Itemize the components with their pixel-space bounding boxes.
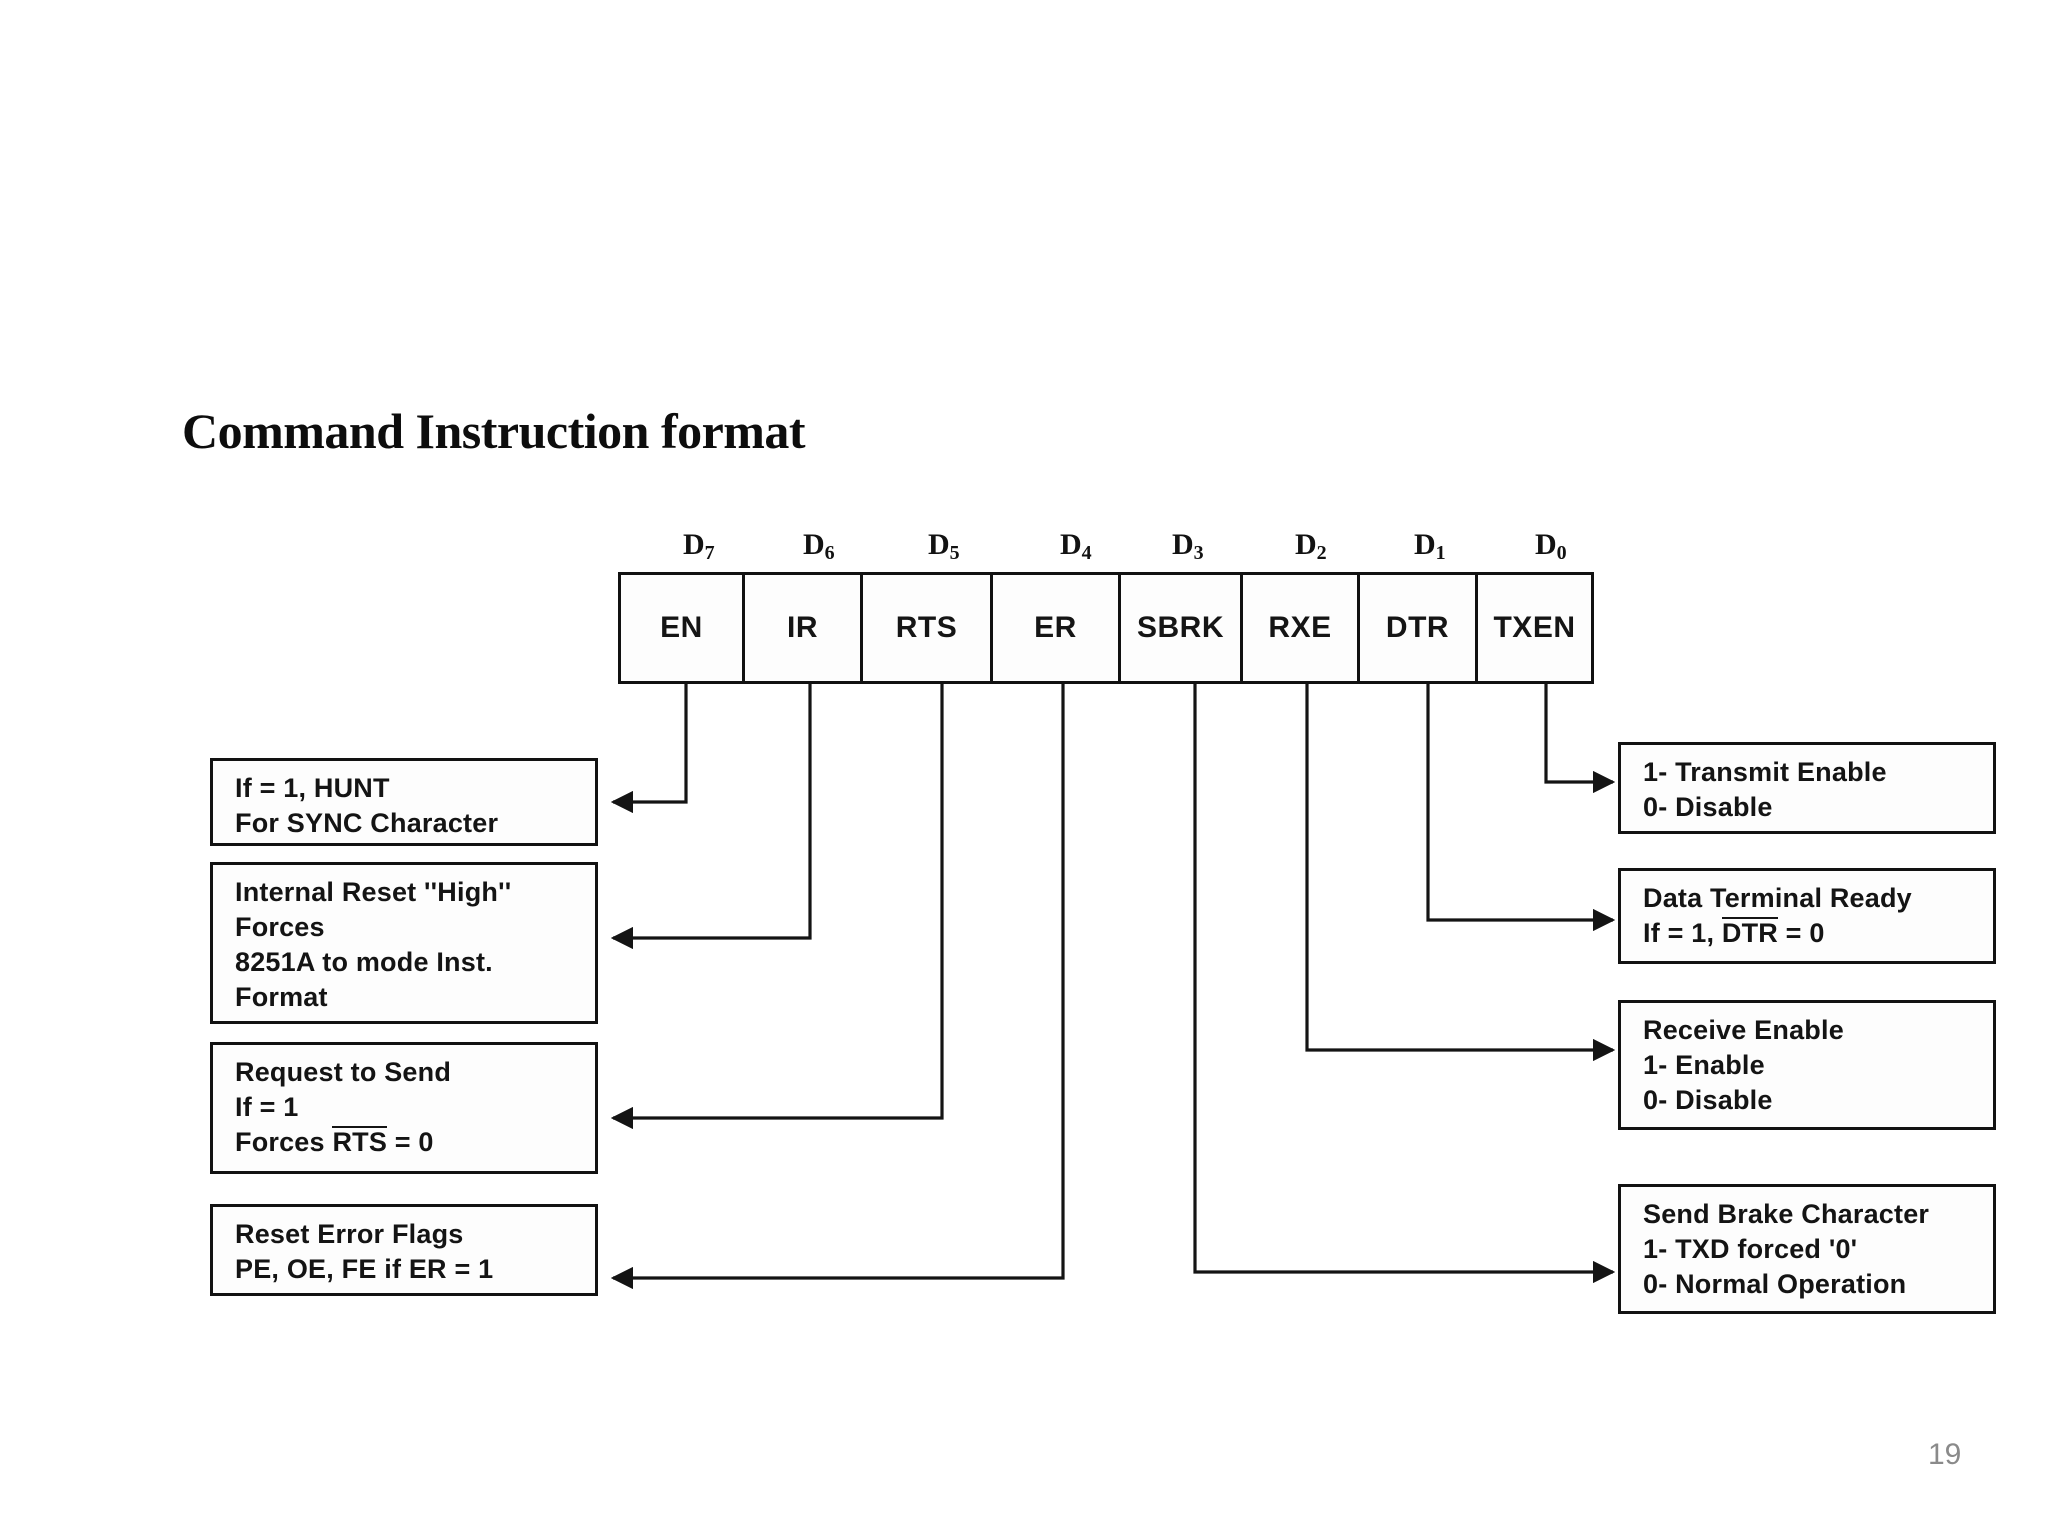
desc-box-dtr-data-terminal-ready: Data Terminal Ready If = 1, DTR = 0 (1618, 868, 1996, 964)
desc-line: Send Brake Character (1643, 1199, 1930, 1229)
desc-line: If = 1, HUNT (235, 773, 390, 803)
desc-box-txen-transmit-enable: 1- Transmit Enable 0- Disable (1618, 742, 1996, 834)
bit-cell-er[interactable]: ER (993, 575, 1121, 681)
desc-line: Internal Reset ''High'' (235, 877, 512, 907)
desc-line: Reset Error Flags (235, 1219, 464, 1249)
desc-box-sbrk-send-brake-character: Send Brake Character 1- TXD forced '0' 0… (1618, 1184, 1996, 1314)
bit-cell-ir[interactable]: IR (745, 575, 863, 681)
bit-label-d7: D7 (683, 528, 715, 564)
desc-line-overlined: Forces RTS = 0 (235, 1126, 434, 1158)
bit-cell-en[interactable]: EN (621, 575, 745, 681)
command-instruction-bit-field: EN IR RTS ER SBRK RXE DTR TXEN (618, 572, 1594, 684)
bit-label-d3: D3 (1172, 528, 1204, 564)
bit-cell-sbrk[interactable]: SBRK (1121, 575, 1243, 681)
desc-box-er-reset-error-flags: Reset Error Flags PE, OE, FE if ER = 1 (210, 1204, 598, 1296)
bit-label-d5: D5 (928, 528, 960, 564)
desc-line: Receive Enable (1643, 1015, 1844, 1045)
bit-cell-dtr[interactable]: DTR (1360, 575, 1478, 681)
desc-line: 1- Enable (1643, 1050, 1765, 1081)
desc-line: 0- Disable (1643, 1085, 1773, 1116)
desc-line: PE, OE, FE if ER = 1 (235, 1254, 494, 1285)
overline-rts: RTS (332, 1126, 388, 1158)
desc-box-ir-internal-reset: Internal Reset ''High'' Forces 8251A to … (210, 862, 598, 1024)
desc-box-en-hunt: If = 1, HUNT For SYNC Character (210, 758, 598, 846)
bit-label-d2: D2 (1295, 528, 1327, 564)
desc-line: 8251A to mode Inst. (235, 947, 493, 978)
desc-box-rxe-receive-enable: Receive Enable 1- Enable 0- Disable (1618, 1000, 1996, 1130)
page-title: Command Instruction format (182, 403, 806, 459)
desc-line: For SYNC Character (235, 808, 499, 839)
bit-cell-rxe[interactable]: RXE (1243, 575, 1360, 681)
desc-line: 0- Disable (1643, 792, 1773, 823)
desc-box-rts-request-to-send: Request to Send If = 1 Forces RTS = 0 (210, 1042, 598, 1174)
bit-label-d0: D0 (1535, 528, 1567, 564)
page-number: 19 (1928, 1438, 1962, 1471)
bit-cell-txen[interactable]: TXEN (1478, 575, 1591, 681)
desc-line: If = 1 (235, 1092, 299, 1123)
bit-label-d6: D6 (803, 528, 835, 564)
desc-line-overlined: If = 1, DTR = 0 (1643, 917, 1825, 949)
desc-line: Request to Send (235, 1057, 452, 1087)
desc-line: Data Terminal Ready (1643, 883, 1912, 913)
desc-line: 0- Normal Operation (1643, 1269, 1907, 1300)
bit-label-d1: D1 (1414, 528, 1446, 564)
bit-cell-rts[interactable]: RTS (863, 575, 993, 681)
desc-line: Format (235, 982, 328, 1013)
bit-label-d4: D4 (1060, 528, 1092, 564)
desc-line: 1- TXD forced '0' (1643, 1234, 1858, 1265)
desc-line: 1- Transmit Enable (1643, 757, 1887, 787)
desc-line: Forces (235, 912, 325, 943)
overline-dtr: DTR (1721, 917, 1778, 949)
